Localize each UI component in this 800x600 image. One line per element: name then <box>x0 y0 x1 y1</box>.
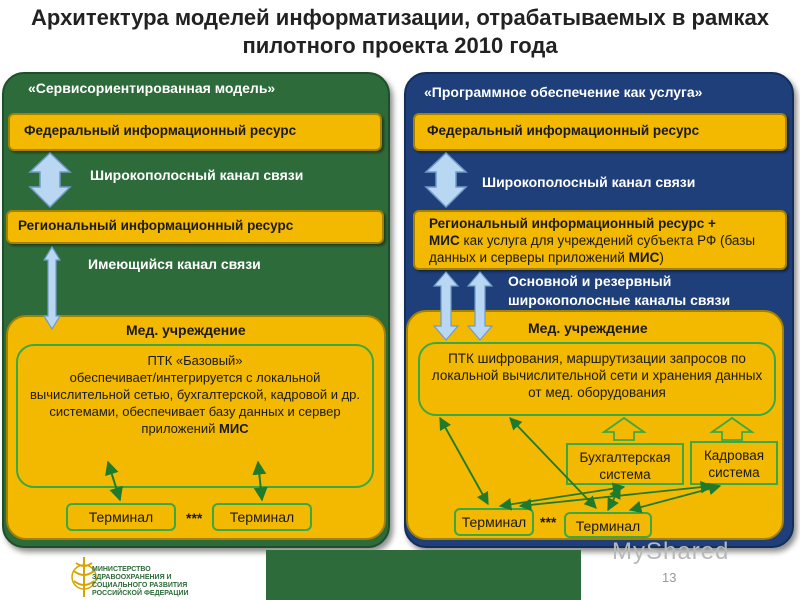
left-ptk-basic: ПТК «Базовый» обеспечивает/интегрируется… <box>16 344 374 488</box>
regional-mis-2: МИС <box>628 250 660 265</box>
right-ptk-encryption: ПТК шифрования, маршрутизации запросов п… <box>418 342 776 416</box>
right-ptk-terminal1-link <box>439 416 489 506</box>
regional-title: Региональный информационный ресурс + <box>429 216 716 231</box>
right-federal-resource: Федеральный информационный ресурс <box>413 113 787 151</box>
right-med-title: Мед. учреждение <box>528 320 648 336</box>
left-terminal1-link <box>105 460 123 502</box>
ptk-basic-name: ПТК «Базовый» <box>147 353 243 368</box>
right-ptk-terminal2-link <box>509 417 597 509</box>
footer-green-bar <box>266 550 581 600</box>
watermark: MyShared <box>612 538 730 565</box>
left-broadband-label: Широкополосный канал связи <box>90 167 304 183</box>
hr-system: Кадровая система <box>690 441 778 485</box>
left-panel-title: «Сервисориентированная модель» <box>28 80 276 96</box>
ptk-basic-description: обеспечивает/интегрируется с локальной в… <box>29 370 361 436</box>
hr-to-ptk-arrow <box>709 416 755 441</box>
right-broadband-label: Широкополосный канал связи <box>482 174 696 190</box>
right-terminal-1: Терминал <box>454 508 534 536</box>
right-broadband-double-arrow <box>424 151 468 209</box>
regional-desc: как услуга для учреждений субъекта РФ (б… <box>429 233 756 265</box>
ministry-logo-text: МИНИСТЕРСТВО ЗДРАВООХРАНЕНИЯ И СОЦИАЛЬНО… <box>92 566 189 597</box>
slide-title: Архитектура моделей информатизации, отра… <box>31 5 769 58</box>
right-main-reserve-label: Основной и резервный широкополосные кана… <box>508 273 731 308</box>
ministry-logo-icon <box>71 557 97 597</box>
ptk-basic-mis: МИС <box>219 421 249 436</box>
right-panel-title: «Программное обеспечение как услуга» <box>424 84 703 100</box>
left-terminal-2: Терминал <box>212 503 312 531</box>
right-main-channel-arrow <box>432 271 460 341</box>
left-terminal-1: Терминал <box>66 503 176 531</box>
right-reserve-channel-arrow <box>466 271 494 341</box>
left-broadband-double-arrow <box>28 151 72 209</box>
regional-mis: МИС <box>429 233 460 248</box>
left-terminal-ellipsis: *** <box>186 510 203 526</box>
left-federal-resource: Федеральный информационный ресурс <box>8 113 382 151</box>
page-number: 13 <box>662 570 677 585</box>
right-terminal2-accounting-link <box>607 485 621 512</box>
left-existing-channel-label: Имеющийся канал связи <box>88 256 261 272</box>
left-medical-institution: Мед. учреждение <box>6 315 386 540</box>
right-terminal2-hr-link <box>628 482 722 514</box>
left-terminal2-link <box>252 460 268 502</box>
right-regional-resource: Региональный информационный ресурс + МИС… <box>413 210 787 270</box>
left-med-title: Мед. учреждение <box>126 322 246 338</box>
accounting-to-ptk-arrow <box>601 416 647 441</box>
regional-desc-end: ) <box>659 250 664 265</box>
left-regional-resource: Региональный информационный ресурс <box>6 210 384 244</box>
right-terminal-2: Терминал <box>564 512 652 538</box>
right-terminal-ellipsis: *** <box>540 514 557 530</box>
left-existing-double-arrow <box>42 245 62 331</box>
